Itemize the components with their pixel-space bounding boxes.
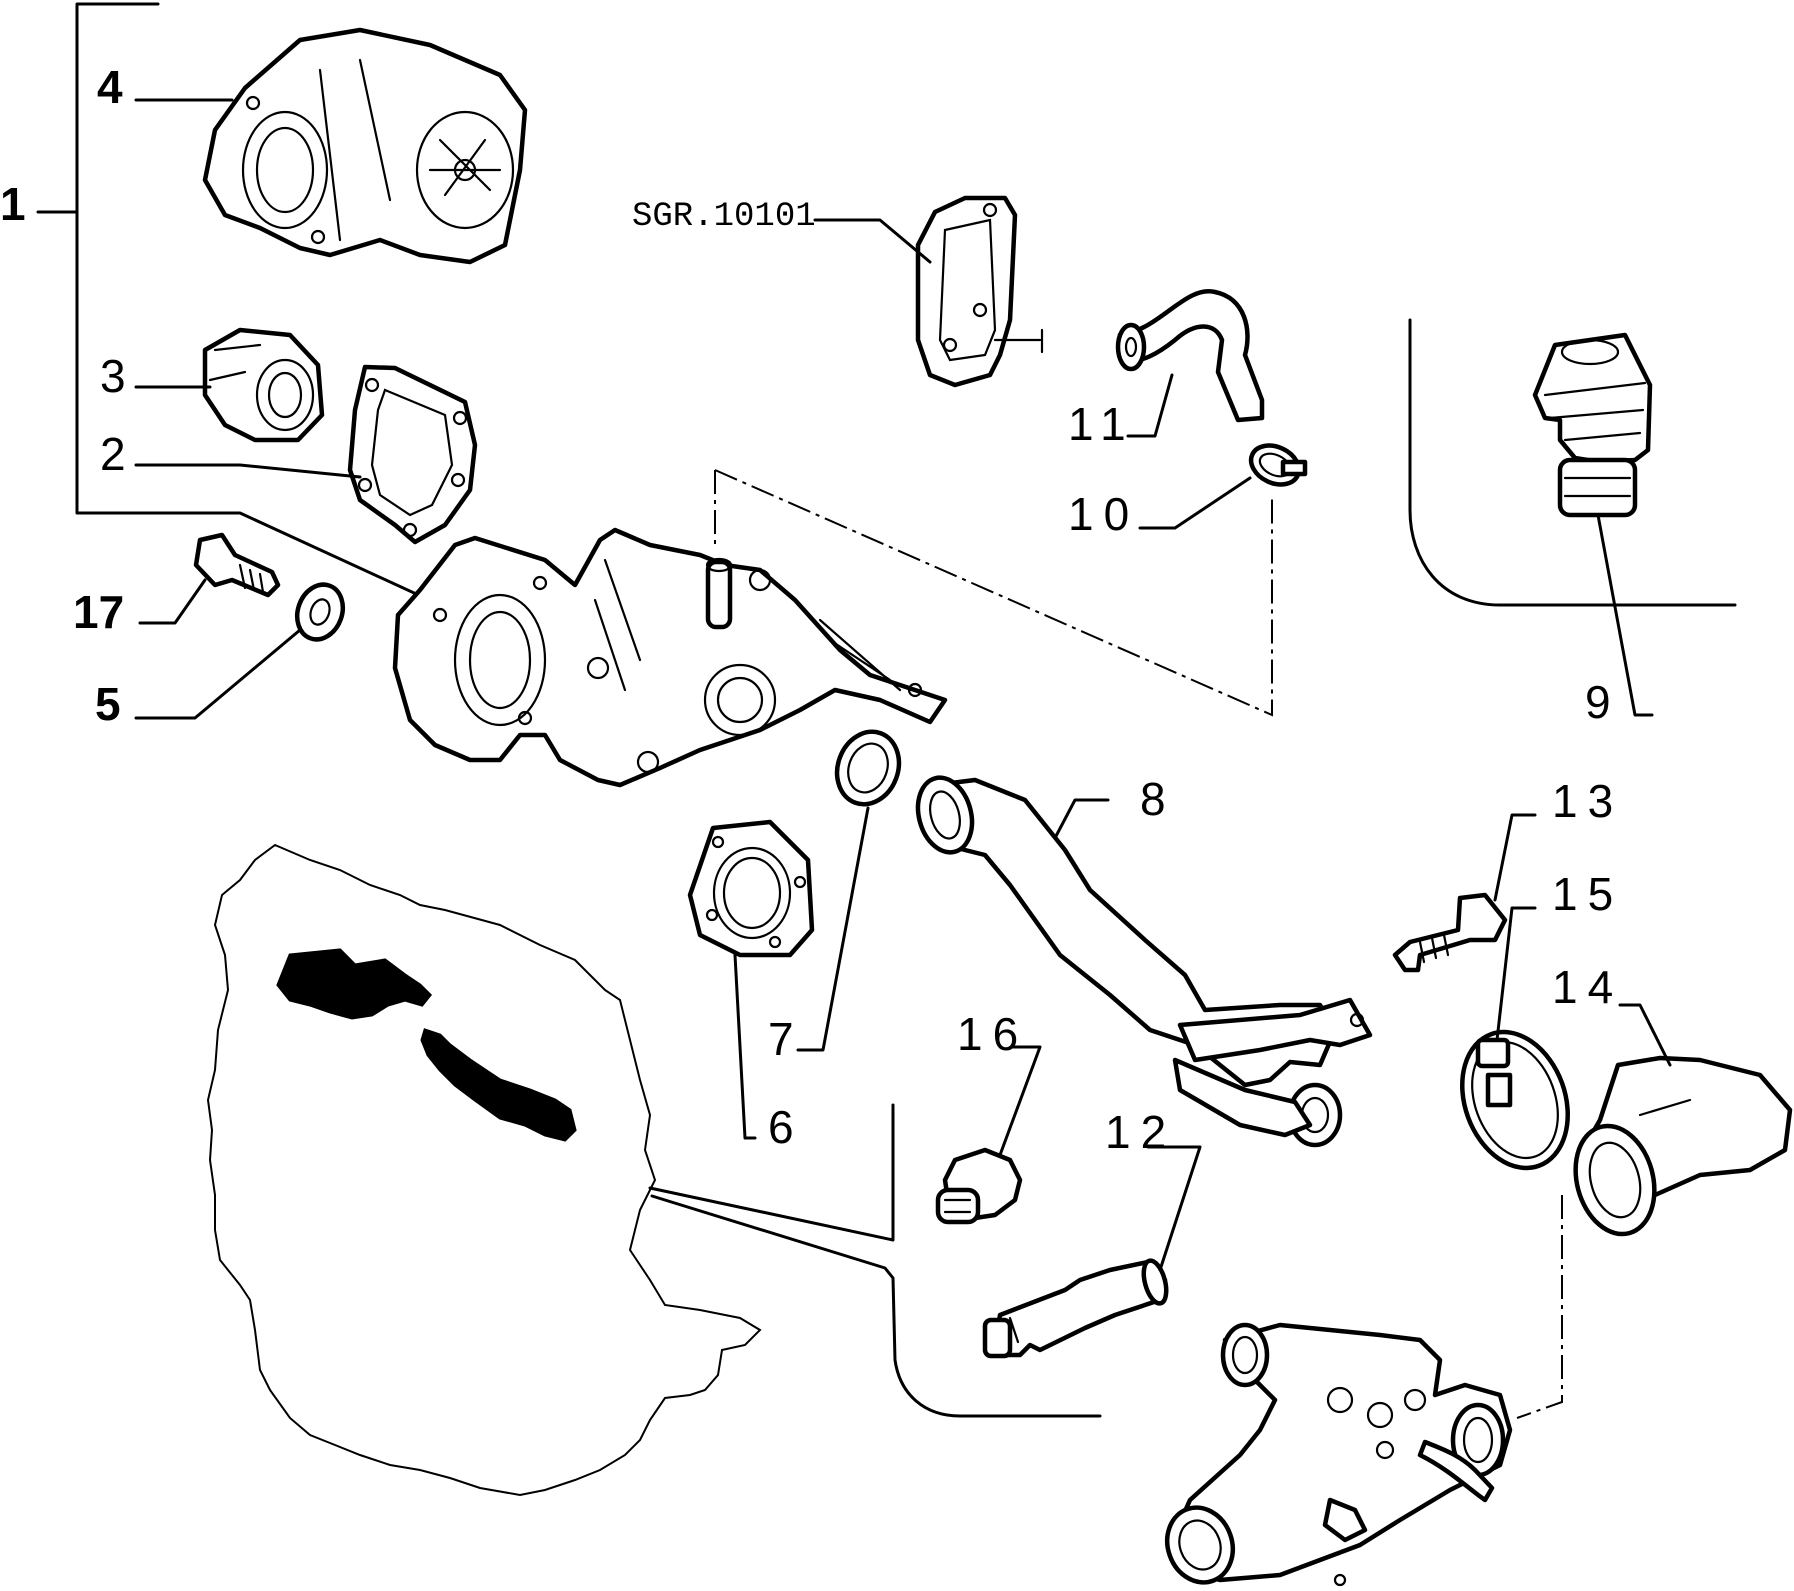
sealing-cap-part: [202, 327, 325, 443]
callout-10: 10: [1068, 488, 1139, 540]
coolant-pipe-part-8: [915, 775, 1373, 1148]
callout-15: 15: [1552, 868, 1623, 920]
hose-part-14: [1573, 1055, 1793, 1237]
washer-part-5: [294, 582, 346, 642]
callout-4: 4: [97, 61, 123, 113]
thermostat-housing-part: [1164, 1322, 1513, 1587]
bolt-part-17: [193, 532, 281, 598]
sensor-bracket-9: [1408, 318, 1737, 607]
temperature-sensor-part-9: [1532, 332, 1653, 518]
callout-7: 7: [768, 1013, 794, 1065]
housing-gasket-part: [347, 364, 478, 545]
callout-numbers: 1 4 3 2 17 5 SGR.10101 11 10 9 8 7 6 13 …: [0, 61, 1623, 1158]
group-bracket-1: [36, 2, 427, 600]
reference-code-sgr-10101: SGR.10101: [632, 198, 816, 236]
callout-6: 6: [768, 1101, 794, 1153]
callout-13: 13: [1552, 775, 1623, 827]
callout-14: 14: [1552, 961, 1623, 1013]
callout-11: 11: [1068, 398, 1136, 450]
bolt-part-13: [1392, 892, 1508, 973]
leader-lines: [134, 98, 1672, 1272]
callout-8: 8: [1140, 773, 1166, 825]
engine-block-silhouette: [206, 843, 762, 1497]
clamp-part-15: [1460, 1029, 1570, 1171]
callout-5: 5: [95, 678, 121, 730]
callout-3: 3: [100, 350, 126, 402]
callout-17: 17: [73, 586, 124, 638]
engine-reference-lines: [648, 1103, 1102, 1418]
pump-body-assembly-part: [392, 527, 948, 788]
callout-9: 9: [1585, 676, 1611, 728]
flange-gasket-part-6: [687, 819, 815, 958]
callout-1: 1: [0, 178, 26, 230]
callout-16: 16: [957, 1008, 1028, 1060]
hose-clamp-part-10: [1248, 443, 1308, 487]
callout-12: 12: [1105, 1106, 1176, 1158]
callout-2: 2: [100, 428, 126, 480]
o-ring-part-7: [834, 729, 902, 807]
alignment-lines: [714, 469, 1563, 1419]
cover-plate-sgr-10101: [915, 195, 1044, 388]
plug-part-16: [935, 1147, 1023, 1225]
water-pump-housing-part: [202, 27, 528, 265]
hose-part-11: [1115, 289, 1265, 423]
nipple-part-12: [982, 1258, 1169, 1359]
